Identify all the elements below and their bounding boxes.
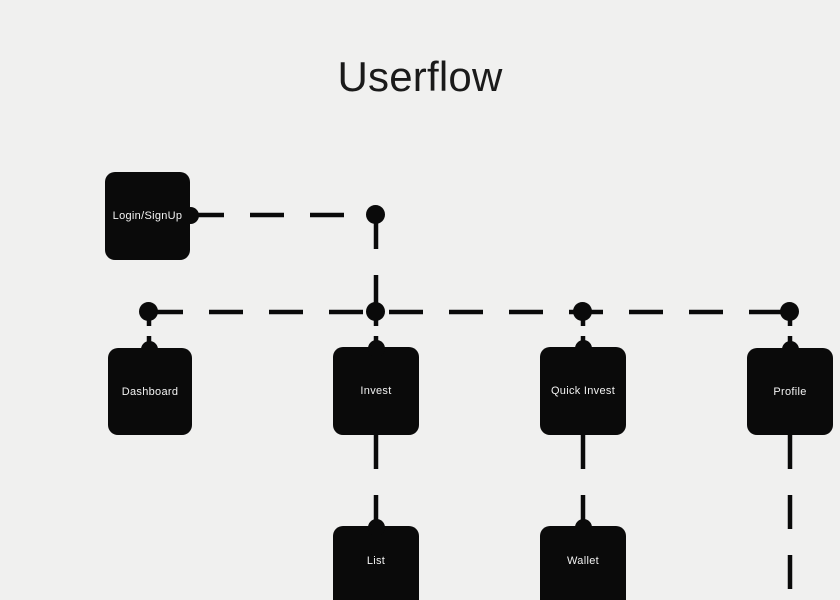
node-label: Login/SignUp <box>112 210 183 222</box>
port-profile-top <box>782 341 799 358</box>
port-dashboard-top <box>141 341 158 358</box>
node-label: Dashboard <box>121 385 179 398</box>
junction-profile <box>780 302 799 321</box>
node-quick-invest[interactable]: Quick Invest <box>540 347 626 435</box>
junction-quick-invest <box>573 302 592 321</box>
port-invest-top <box>368 340 385 357</box>
node-wallet[interactable]: Wallet <box>540 526 626 600</box>
port-quick-invest-top <box>575 340 592 357</box>
junction-login-row <box>366 205 385 224</box>
node-label: Profile <box>773 385 807 398</box>
node-login-signup[interactable]: Login/SignUp <box>105 172 190 260</box>
junction-dashboard <box>139 302 158 321</box>
node-profile[interactable]: Profile <box>747 348 833 435</box>
port-wallet-top <box>575 519 592 536</box>
junction-invest <box>366 302 385 321</box>
node-list[interactable]: List <box>333 526 419 600</box>
page-title: Userflow <box>337 53 503 100</box>
node-label: Quick Invest <box>550 385 616 397</box>
node-dashboard[interactable]: Dashboard <box>108 348 192 435</box>
node-label: Wallet <box>567 555 599 567</box>
port-login-right <box>182 207 199 224</box>
node-label: List <box>366 555 386 567</box>
node-label: Invest <box>360 385 392 397</box>
node-invest[interactable]: Invest <box>333 347 419 435</box>
port-list-top <box>368 519 385 536</box>
